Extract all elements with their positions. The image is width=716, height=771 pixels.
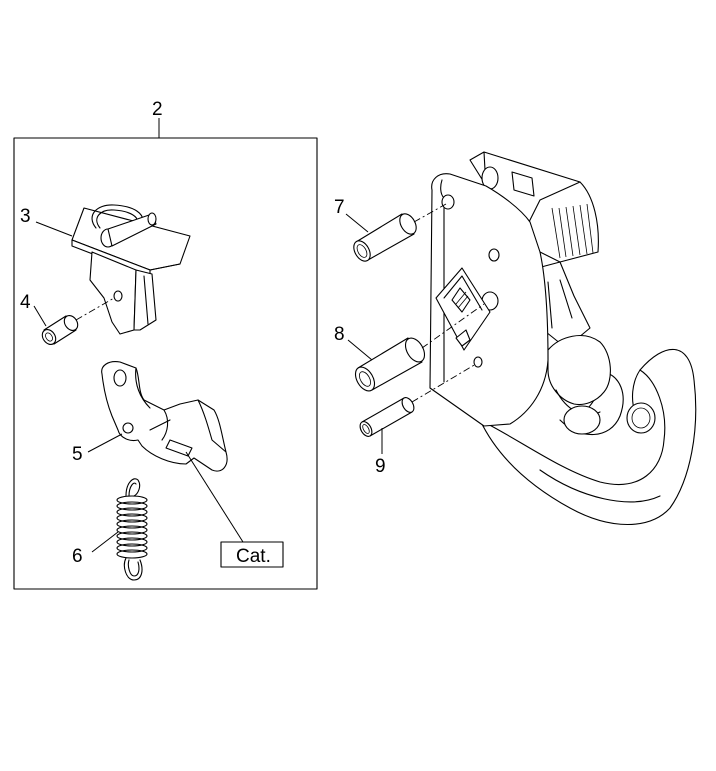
callout-7: 7 <box>334 197 345 218</box>
roll-pin-7-part <box>353 213 417 262</box>
callout-5: 5 <box>72 444 83 465</box>
kit-group-box <box>13 137 318 590</box>
callout-2: 2 <box>152 99 163 120</box>
hook-assembly-part <box>429 151 697 525</box>
callout-7-leader <box>345 213 369 233</box>
callout-8-leader <box>347 339 373 361</box>
latch-lever-part <box>101 361 228 472</box>
callout-9: 9 <box>375 456 386 477</box>
callout-6-leader <box>91 531 119 553</box>
roll-pin-9-axis <box>411 363 477 403</box>
cat-label-box <box>220 541 284 568</box>
callout-8: 8 <box>334 324 345 345</box>
callout-3-leader <box>35 221 73 237</box>
callout-3: 3 <box>20 206 31 227</box>
roll-pin-9-part <box>359 397 415 437</box>
roll-pin-8-part <box>354 337 426 392</box>
callout-4-leader <box>33 305 47 327</box>
coil-spring-part <box>116 478 148 581</box>
bushing-part <box>41 315 79 345</box>
cat-label: Cat. <box>236 546 271 567</box>
cat-leader <box>185 451 244 543</box>
callout-4: 4 <box>20 292 31 313</box>
latch-bracket-part <box>71 204 191 335</box>
roll-pin-8-axis <box>421 303 485 349</box>
roll-pin-7-axis <box>413 203 447 223</box>
bushing-axis-line <box>75 297 115 321</box>
callout-5-leader <box>87 433 123 453</box>
callout-6: 6 <box>72 546 83 567</box>
